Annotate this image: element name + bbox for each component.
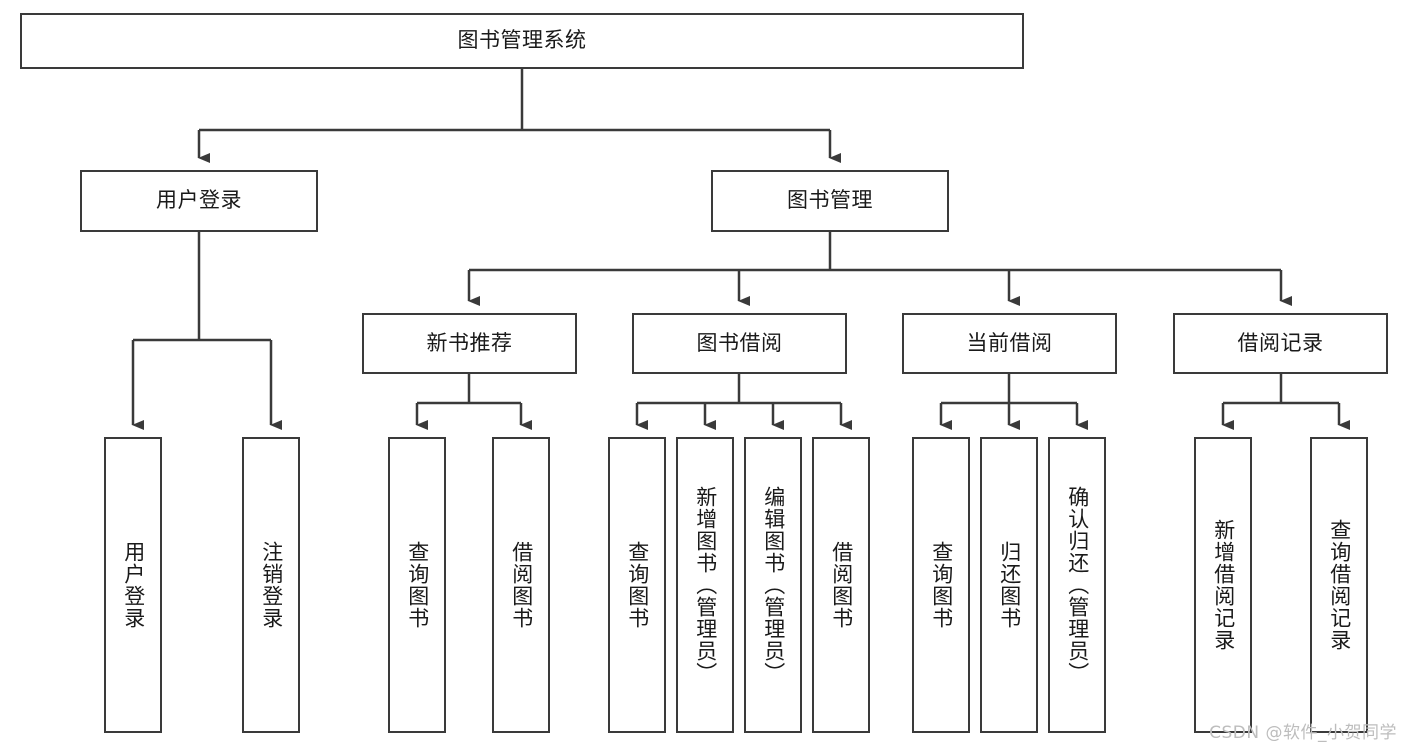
node-new-book-recommend[interactable]: 新书推荐 [362,313,577,374]
node-book-borrow[interactable]: 图书借阅 [632,313,847,374]
leaf-current-confirm-return[interactable]: 确认归还（管理员） [1048,437,1106,733]
node-root[interactable]: 图书管理系统 [20,13,1024,69]
leaf-borrow-edit-book-label: 编辑图书（管理员） [761,486,786,684]
leaf-borrow-borrow-book-label: 借阅图书 [829,541,854,629]
leaf-recommend-query-book-label: 查询图书 [405,541,430,629]
node-root-label: 图书管理系统 [457,28,587,53]
node-book-manage-label: 图书管理 [787,188,873,213]
node-book-manage[interactable]: 图书管理 [711,170,949,232]
leaf-user-login-login[interactable]: 用户登录 [104,437,162,733]
leaf-recommend-query-book[interactable]: 查询图书 [388,437,446,733]
leaf-current-query-book-label: 查询图书 [929,541,954,629]
leaf-borrow-borrow-book[interactable]: 借阅图书 [812,437,870,733]
leaf-borrow-query-book-label: 查询图书 [625,541,650,629]
leaf-record-add-record[interactable]: 新增借阅记录 [1194,437,1252,733]
leaf-current-return-book[interactable]: 归还图书 [980,437,1038,733]
leaf-borrow-add-book[interactable]: 新增图书（管理员） [676,437,734,733]
node-borrow-record[interactable]: 借阅记录 [1173,313,1388,374]
leaf-borrow-add-book-label: 新增图书（管理员） [693,486,718,684]
leaf-recommend-borrow-book[interactable]: 借阅图书 [492,437,550,733]
leaf-user-login-logout-label: 注销登录 [259,541,284,629]
leaf-current-confirm-return-label: 确认归还（管理员） [1065,486,1090,684]
leaf-record-query-record[interactable]: 查询借阅记录 [1310,437,1368,733]
leaf-user-login-logout[interactable]: 注销登录 [242,437,300,733]
node-borrow-record-label: 借阅记录 [1237,330,1324,355]
node-new-book-recommend-label: 新书推荐 [426,330,513,355]
leaf-record-query-record-label: 查询借阅记录 [1327,519,1352,651]
node-current-borrow[interactable]: 当前借阅 [902,313,1117,374]
node-user-login[interactable]: 用户登录 [80,170,318,232]
node-user-login-label: 用户登录 [156,188,242,213]
leaf-current-query-book[interactable]: 查询图书 [912,437,970,733]
leaf-current-return-book-label: 归还图书 [997,541,1022,629]
leaf-recommend-borrow-book-label: 借阅图书 [509,541,534,629]
leaf-record-add-record-label: 新增借阅记录 [1211,519,1236,651]
leaf-user-login-login-label: 用户登录 [121,541,146,629]
leaf-borrow-query-book[interactable]: 查询图书 [608,437,666,733]
leaf-borrow-edit-book[interactable]: 编辑图书（管理员） [744,437,802,733]
node-book-borrow-label: 图书借阅 [696,330,783,355]
node-current-borrow-label: 当前借阅 [966,330,1053,355]
